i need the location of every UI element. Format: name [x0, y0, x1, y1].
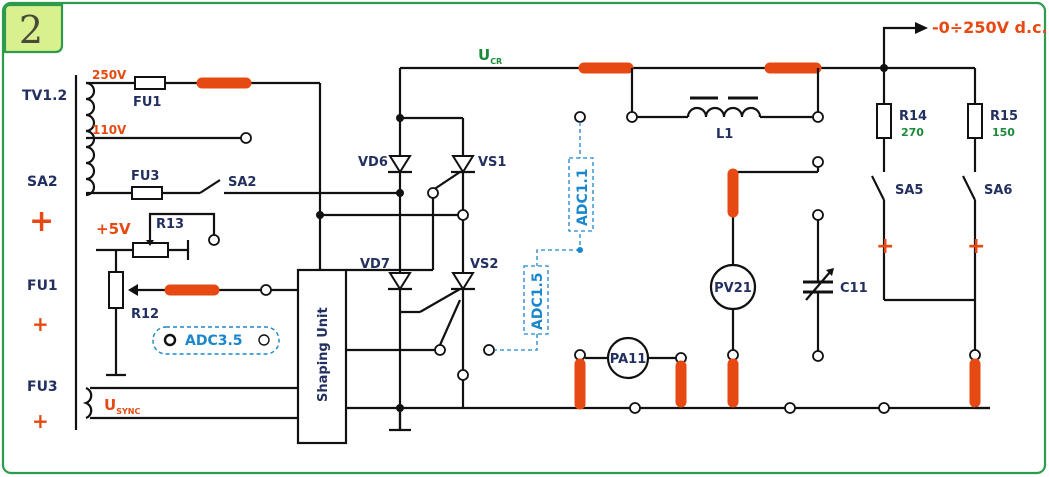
adc15-label: ADC1.5: [530, 272, 546, 330]
transformer-tv12: [74, 75, 96, 430]
switch-sa5: [871, 175, 885, 201]
terminal-r12: [260, 284, 272, 296]
switch-sa2-label: SA2: [228, 175, 256, 190]
resistor-r14: [876, 103, 892, 139]
l1-label: L1: [716, 127, 733, 142]
terminal-110v: [240, 132, 252, 144]
label-fu3-left: FU3: [27, 379, 58, 395]
label-sa2-left: SA2: [27, 174, 58, 190]
pa11-label: PA11: [610, 352, 647, 367]
terminal-adc15: [483, 344, 495, 356]
resistor-r12: [108, 271, 124, 309]
shaping-unit: [296, 268, 348, 445]
sa5-label: SA5: [895, 183, 923, 198]
label-tv12: TV1.2: [22, 88, 67, 104]
tap-250v: 250V: [92, 68, 127, 82]
vd6-label: VD6: [358, 155, 388, 170]
c11-label: C11: [840, 281, 868, 296]
terminal-adc11: [574, 111, 586, 123]
shaping-unit-label: Shaping Unit: [316, 307, 331, 402]
plus-sa6: +: [967, 234, 985, 259]
label-fu1-left: FU1: [27, 278, 58, 294]
fuse-fu1-label: FU1: [133, 95, 161, 110]
r15-label: R15: [990, 109, 1018, 124]
plus-sign-large: +: [29, 204, 54, 239]
vs2-label: VS2: [470, 257, 498, 272]
adc35-label: ADC3.5: [185, 333, 243, 349]
pv21-label: PV21: [714, 281, 752, 296]
terminal-r13: [208, 234, 220, 246]
r15-value: 150: [992, 126, 1015, 139]
adc11-label: ADC1.1: [575, 168, 591, 226]
vd7-label: VD7: [360, 257, 390, 272]
diode-vd7: [388, 272, 412, 291]
sa6-label: SA6: [984, 183, 1012, 198]
inductor-l1: [686, 106, 762, 118]
usync-label: USYNC: [104, 396, 140, 416]
fuse-fu1: [134, 76, 166, 90]
terminal-vs2-bottom: [457, 369, 469, 381]
r13-label: R13: [156, 217, 184, 232]
r14-label: R14: [899, 109, 927, 124]
switch-sa6: [962, 175, 976, 201]
adc35-probe: ADC3.5: [152, 326, 280, 355]
ucr-label: UCR: [478, 46, 502, 66]
plus5v-label: +5V: [96, 220, 131, 238]
diode-vd6: [388, 155, 412, 174]
r14-value: 270: [901, 126, 924, 139]
fuse-fu3-label: FU3: [131, 169, 159, 184]
thyristor-vs1: [451, 155, 475, 174]
output-voltage-label: -0÷250V d.c.: [932, 18, 1048, 37]
terminal-vs1-mid: [457, 209, 469, 221]
plus-sa5: +: [876, 234, 894, 259]
resistor-r15: [967, 103, 983, 139]
plus-sign-fu3: +: [32, 409, 49, 433]
switch-sa2: [199, 179, 221, 194]
thyristor-vs2: [451, 272, 475, 291]
r12-label: R12: [131, 307, 159, 322]
figure-number: 2: [19, 8, 43, 52]
tap-110v: 110V: [92, 123, 127, 137]
vs1-label: VS1: [478, 155, 506, 170]
plus-sign-fu1: +: [32, 312, 49, 336]
figure-badge: 2: [3, 3, 64, 54]
fuse-fu3: [131, 186, 163, 200]
